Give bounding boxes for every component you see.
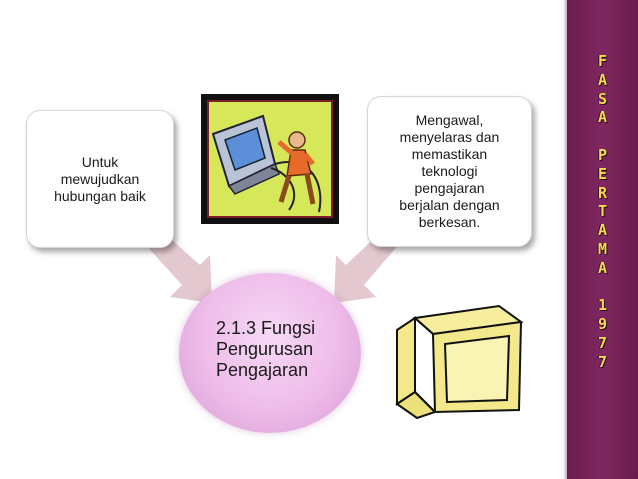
left-box: Untuk mewujudkan hubungan baik: [26, 110, 174, 248]
title-letter: M: [597, 239, 608, 258]
arrow-right-to-center: [334, 231, 400, 303]
right-box-text: Mengawal, menyelaras dan memastikan tekn…: [399, 112, 500, 230]
title-letter: 7: [597, 333, 608, 352]
computer-user-clipart-icon: [201, 94, 339, 224]
title-letter: A: [597, 258, 608, 277]
title-letter: 7: [597, 352, 608, 371]
title-letter: P: [597, 145, 608, 164]
title-letter: 1: [597, 296, 608, 315]
title-letter: A: [597, 221, 608, 240]
monitor-icon: [395, 304, 524, 420]
sidebar-banner: [563, 0, 638, 479]
title-letter: T: [597, 202, 608, 221]
arrow-left-to-center: [144, 231, 212, 303]
center-label: 2.1.3 Fungsi Pengurusan Pengajaran: [216, 318, 316, 380]
right-box: Mengawal, menyelaras dan memastikan tekn…: [367, 96, 532, 247]
title-letter: R: [597, 183, 608, 202]
left-box-text: Untuk mewujudkan hubungan baik: [54, 153, 146, 204]
title-letter: 9: [597, 315, 608, 334]
title-letter: E: [597, 164, 608, 183]
center-circle: [179, 273, 361, 433]
title-letter: A: [597, 108, 608, 127]
title-letter: S: [597, 89, 608, 108]
title-letter: A: [597, 70, 608, 89]
title-letter: F: [597, 52, 608, 70]
